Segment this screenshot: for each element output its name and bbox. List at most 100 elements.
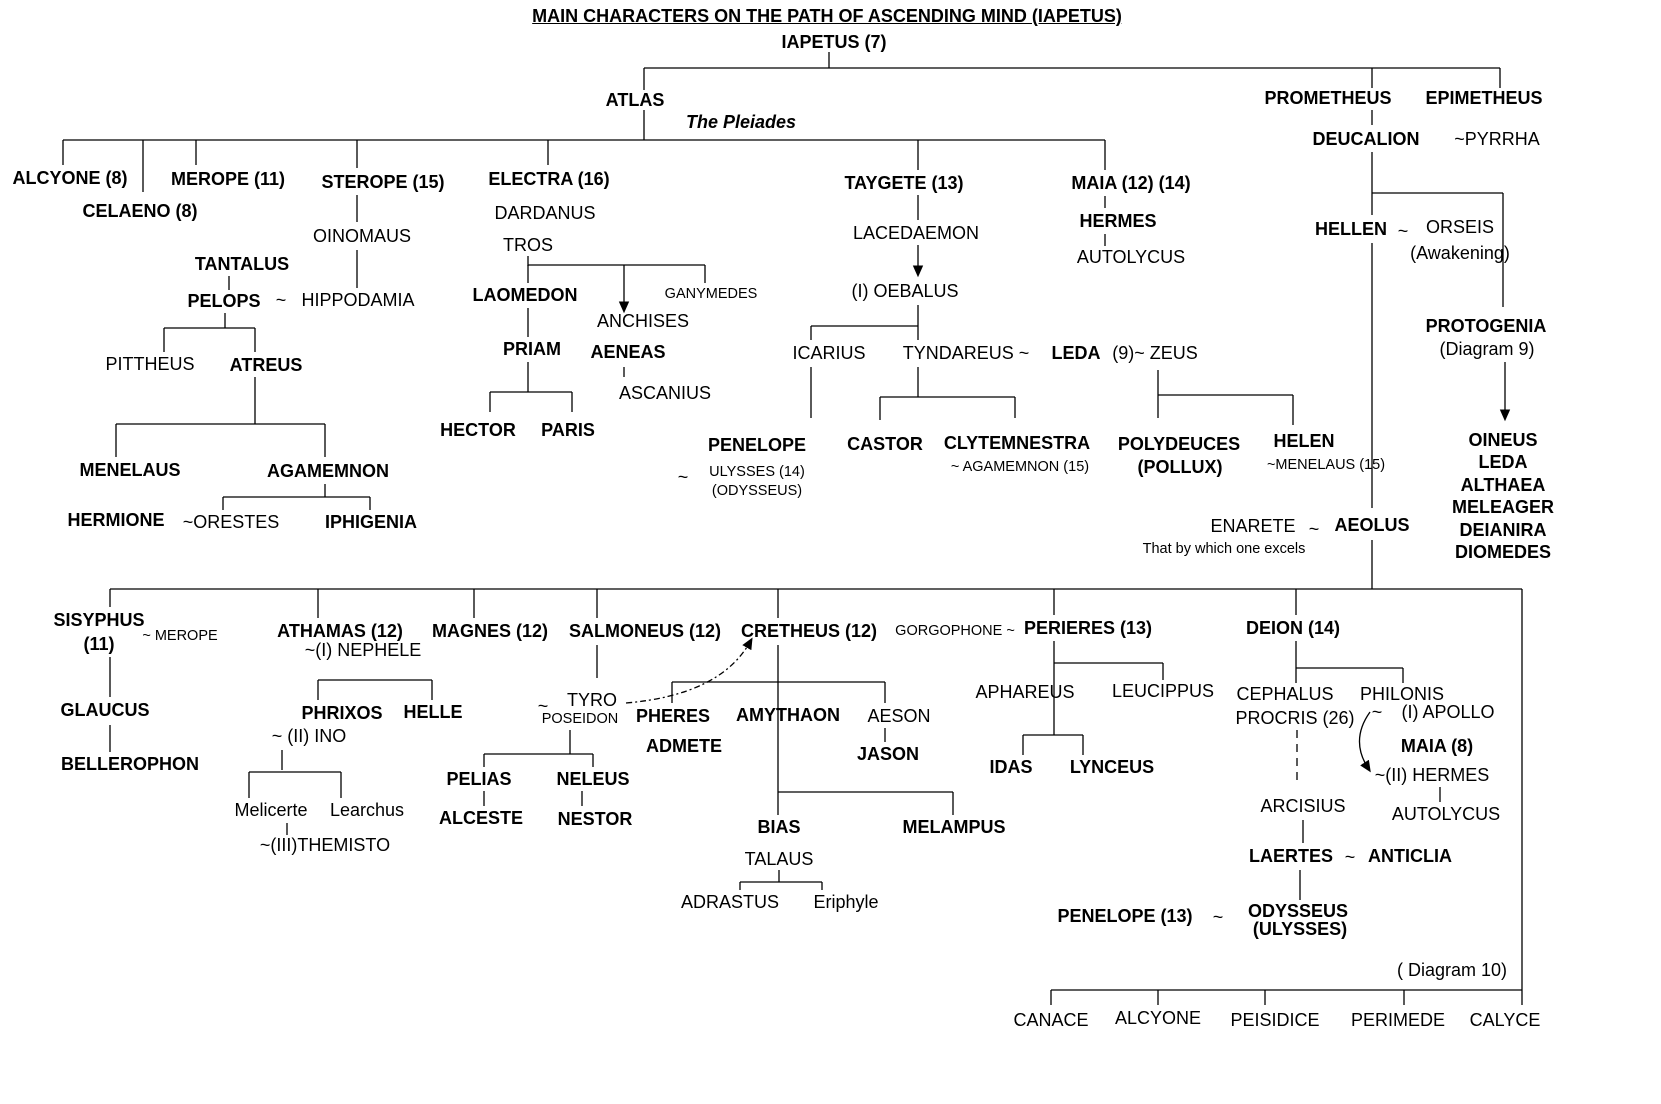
node-pelops: PELOPS: [187, 291, 261, 311]
node-enarete: ENARETE: [1210, 516, 1296, 536]
node-helen: HELEN: [1273, 431, 1335, 451]
node-tros: TROS: [502, 235, 554, 255]
node-orestes: ~ORESTES: [182, 512, 280, 532]
node-oineus: OINEUS: [1468, 430, 1538, 450]
node-jason: JASON: [856, 744, 920, 764]
node-eriphyle: Eriphyle: [813, 892, 879, 912]
node-sisyphus-11: (11): [83, 634, 115, 654]
node-bias: BIAS: [757, 817, 801, 837]
node-pleiades: The Pleiades: [685, 112, 797, 132]
node-aeolus: AEOLUS: [1334, 515, 1410, 535]
node-apollo: (I) APOLLO: [1401, 702, 1495, 722]
node-ino: ~ (II) INO: [271, 726, 347, 746]
node-maia-8: MAIA (8): [1400, 736, 1474, 756]
node-icarius: ICARIUS: [792, 343, 866, 363]
node-adrastus: ADRASTUS: [680, 892, 780, 912]
node-laertes-tilde: ~: [1344, 847, 1356, 867]
node-learchus: Learchus: [329, 800, 405, 820]
node-phrixos: PHRIXOS: [301, 703, 383, 723]
node-althaea: ALTHAEA: [1460, 475, 1546, 495]
node-nephele: ~(I) NEPHELE: [304, 640, 422, 660]
node-agamemnon: AGAMEMNON: [267, 461, 389, 481]
node-ulysses-paren: (ULYSSES): [1252, 919, 1348, 939]
node-diagram9: (Diagram 9): [1439, 339, 1535, 359]
node-aphareus: APHAREUS: [975, 682, 1075, 702]
node-penelope-1: PENELOPE: [707, 435, 807, 455]
node-diomedes: DIOMEDES: [1454, 542, 1552, 562]
node-leda-2: LEDA: [1478, 452, 1528, 472]
node-meleager: MELEAGER: [1451, 497, 1555, 517]
node-leda-zeus: (9)~ ZEUS: [1112, 343, 1198, 363]
node-laomedon: LAOMEDON: [472, 285, 578, 305]
node-penelope-13-tilde: ~: [1212, 907, 1224, 927]
node-taygete: TAYGETE (13): [844, 173, 964, 193]
node-tyndareus: TYNDAREUS ~: [902, 343, 1030, 363]
node-hellen: HELLEN: [1315, 219, 1387, 239]
node-arcisius: ARCISIUS: [1260, 796, 1346, 816]
node-hippodamia: HIPPODAMIA: [301, 290, 415, 310]
node-agamemnon-15: ~ AGAMEMNON (15): [950, 458, 1090, 475]
node-deion: DEION (14): [1245, 618, 1341, 638]
node-salmoneus: SALMONEUS (12): [568, 621, 722, 641]
node-atlas: ATLAS: [605, 90, 665, 110]
node-amythaon: AMYTHAON: [736, 705, 840, 725]
node-talaus: TALAUS: [744, 849, 814, 869]
node-helle: HELLE: [403, 702, 463, 722]
node-tantalus: TANTALUS: [194, 254, 290, 274]
node-ascanius: ASCANIUS: [618, 383, 712, 403]
node-athamas: ATHAMAS (12): [277, 621, 403, 641]
node-pelias: PELIAS: [446, 769, 512, 789]
node-idas: IDAS: [989, 757, 1033, 777]
node-peisidice: PEISIDICE: [1230, 1010, 1320, 1030]
node-maia-12: MAIA (12) (14): [1071, 173, 1191, 193]
node-orseis: ORSEIS: [1425, 217, 1495, 237]
node-deianira: DEIANIRA: [1459, 520, 1547, 540]
node-gorgophone: GORGOPHONE ~: [895, 622, 1015, 639]
node-philonis-tilde: ~: [1371, 702, 1383, 722]
node-oebalus: (I) OEBALUS: [851, 281, 959, 301]
node-hellen-tilde: ~: [1397, 221, 1409, 241]
node-hermes-2: ~(II) HERMES: [1374, 765, 1490, 785]
node-penelope-13: PENELOPE (13): [1057, 906, 1193, 926]
node-hermione: HERMIONE: [67, 510, 165, 530]
node-perieres: PERIERES (13): [1023, 618, 1153, 638]
node-penelope-tilde: ~: [677, 467, 689, 487]
node-merope: MEROPE (11): [170, 169, 286, 189]
node-iapetus: IAPETUS (7): [781, 32, 887, 52]
dashed-arrow-tyro-cretheus: [625, 637, 753, 704]
node-awakening: (Awakening): [1410, 243, 1510, 263]
node-electra: ELECTRA (16): [488, 169, 610, 189]
node-melampus: MELAMPUS: [902, 817, 1006, 837]
node-pyrrha: ~PYRRHA: [1454, 129, 1540, 149]
node-lacedaemon: LACEDAEMON: [852, 223, 980, 243]
node-melicerte: Melicerte: [234, 800, 308, 820]
node-menelaus-15: ~MENELAUS (15): [1266, 456, 1386, 473]
node-priam: PRIAM: [503, 339, 561, 359]
node-canace: CANACE: [1013, 1010, 1089, 1030]
node-menelaus: MENELAUS: [79, 460, 181, 480]
node-autolycus-1: AUTOLYCUS: [1076, 247, 1186, 267]
node-iphigenia: IPHIGENIA: [324, 512, 418, 532]
node-clytemnestra: CLYTEMNESTRA: [943, 433, 1091, 453]
node-epimetheus: EPIMETHEUS: [1425, 88, 1543, 108]
diagram-title: MAIN CHARACTERS ON THE PATH OF ASCENDING…: [532, 6, 1122, 26]
node-merope-2: ~ MEROPE: [142, 627, 218, 644]
node-lynceus: LYNCEUS: [1069, 757, 1155, 777]
node-glaucus: GLAUCUS: [60, 700, 150, 720]
node-pheres: PHERES: [635, 706, 711, 726]
node-anticlia: ANTICLIA: [1368, 846, 1452, 866]
node-nestor: NESTOR: [557, 809, 633, 829]
node-enarete-tilde: ~: [1308, 519, 1320, 539]
node-tyro: TYRO: [566, 690, 618, 710]
node-excels: That by which one excels: [1142, 540, 1306, 557]
node-hermes: HERMES: [1079, 211, 1157, 231]
node-polydeuces: POLYDEUCES: [1117, 434, 1241, 454]
node-celaeno: CELAENO (8): [82, 201, 198, 221]
node-protogenia: PROTOGENIA: [1425, 316, 1547, 336]
node-dardanus: DARDANUS: [494, 203, 596, 223]
node-hector: HECTOR: [440, 420, 516, 440]
node-neleus: NELEUS: [556, 769, 630, 789]
node-atreus: ATREUS: [229, 355, 303, 375]
